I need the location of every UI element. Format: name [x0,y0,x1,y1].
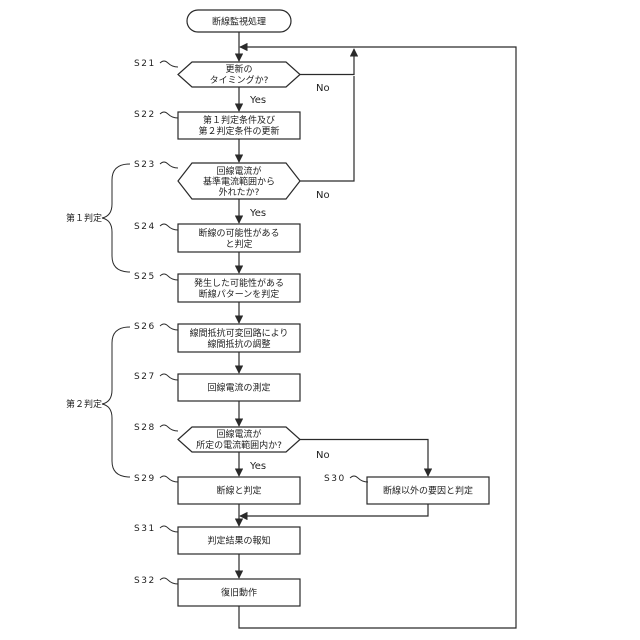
step-s26-process: 線間抵抗可変回路により 線間抵抗の調整 [178,324,300,352]
s22-line-2: 第２判定条件の更新 [198,125,279,137]
s28-no-label: No [316,450,330,461]
group-label-second: 第２判定 [66,398,102,410]
group-label-first: 第１判定 [66,212,102,224]
step-label-s21: S21 [134,59,156,69]
step-s31-process: 判定結果の報知 [178,527,300,554]
leader-s24 [160,224,178,230]
s23-yes-label: Yes [249,208,266,219]
s25-line-2: 断線パターンを判定 [199,288,280,300]
s21-line-1: 更新の [225,63,252,75]
step-s21-decision: 更新の タイミングか? [178,62,300,87]
s28-line-1: 回線電流が [216,428,261,440]
step-label-s25: S25 [134,272,156,282]
s27-line-1: 回線電流の測定 [207,382,270,394]
step-s29-process: 断線と判定 [178,477,300,504]
s29-line-1: 断線と判定 [216,485,261,497]
step-s25-process: 発生した可能性がある 断線パターンを判定 [178,274,300,302]
leader-s28 [160,425,178,431]
s24-line-1: 断線の可能性がある [198,227,279,239]
step-s30-process: 断線以外の要因と判定 [367,477,489,504]
step-label-s31: S31 [134,524,156,534]
leader-s21 [160,61,178,67]
step-label-s26: S26 [134,322,156,332]
s23-line-3: 外れたか? [219,186,260,198]
s28-line-2: 所定の電流範囲内か? [196,439,282,451]
brace-first-judgement [102,164,130,272]
s23-line-1: 回線電流が [216,165,261,177]
s25-line-1: 発生した可能性がある [194,277,284,289]
brace-second-judgement [102,327,130,477]
leader-s30 [350,476,368,482]
leader-s29 [160,476,178,482]
s23-no-label: No [316,190,330,201]
arrow-s21-no-loop [300,49,354,75]
s23-line-2: 基準電流範囲から [203,176,275,188]
leader-s22 [160,112,178,118]
step-s23-decision: 回線電流が 基準電流範囲から 外れたか? [178,163,300,199]
s24-line-2: と判定 [225,238,252,250]
step-s28-decision: 回線電流が 所定の電流範囲内か? [178,427,300,452]
step-label-s28: S28 [134,423,156,433]
step-s27-process: 回線電流の測定 [178,374,300,401]
s22-line-1: 第１判定条件及び [203,114,275,126]
s26-line-2: 線間抵抗の調整 [207,338,270,350]
start-label: 断線監視処理 [212,16,266,28]
step-label-s32: S32 [134,576,156,586]
step-label-s29: S29 [134,474,156,484]
arrow-s30-to-s31 [240,504,428,516]
step-s24-process: 断線の可能性がある と判定 [178,224,300,252]
start-terminal: 断線監視処理 [187,10,291,32]
leader-s26 [160,324,178,330]
step-label-s22: S22 [134,110,156,120]
step-label-s23: S23 [134,160,156,170]
s26-line-1: 線間抵抗可変回路により [190,327,289,339]
group-second-judgement: 第２判定 [66,327,130,477]
leader-s32 [160,578,178,584]
s28-yes-label: Yes [249,461,266,472]
group-first-judgement: 第１判定 [66,164,130,272]
step-s22-process: 第１判定条件及び 第２判定条件の更新 [178,112,300,139]
s21-no-label: No [316,83,330,94]
step-label-s24: S24 [134,222,156,232]
step-label-s30: S30 [324,474,346,484]
s30-line-1: 断線以外の要因と判定 [383,485,473,497]
leader-s23 [160,162,178,168]
step-label-s27: S27 [134,372,156,382]
s32-line-1: 復旧動作 [221,587,257,599]
leader-s25 [160,274,178,280]
s31-line-1: 判定結果の報知 [207,535,270,547]
s21-line-2: タイミングか? [210,74,269,86]
s21-yes-label: Yes [249,95,266,106]
step-s32-process: 復旧動作 [178,579,300,606]
leader-s27 [160,374,178,380]
leader-s31 [160,526,178,532]
